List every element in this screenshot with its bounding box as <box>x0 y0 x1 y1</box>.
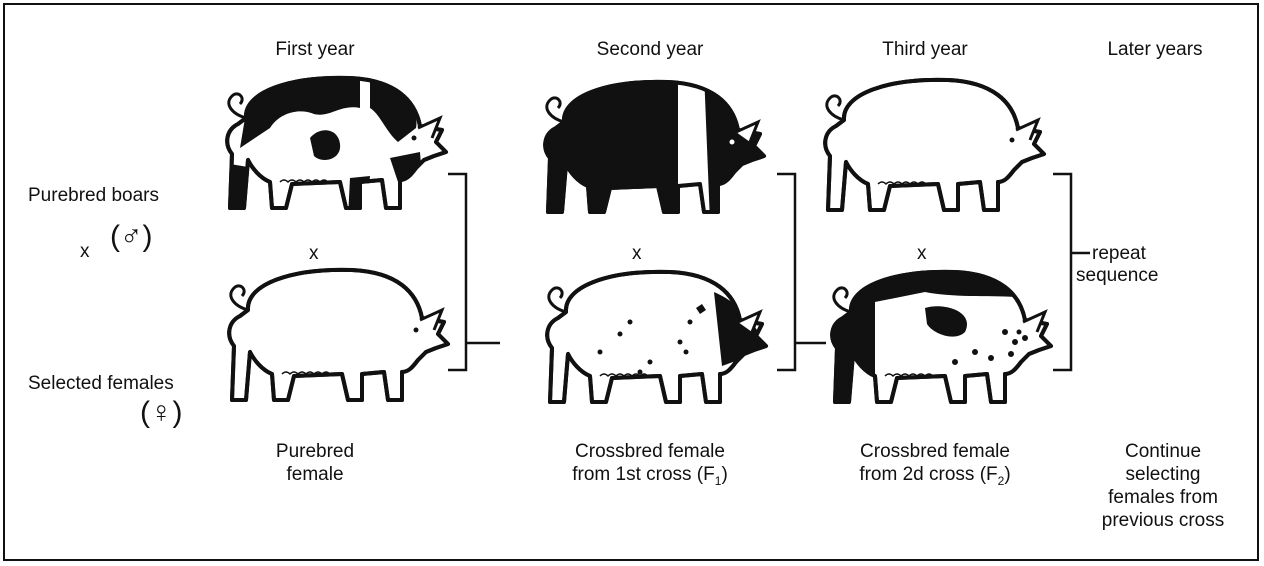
female-f2-mixed-icon <box>815 262 1055 412</box>
boar-white-icon <box>808 70 1048 220</box>
caption-purebred-female: Purebred female <box>230 440 400 486</box>
boar-spotted-icon <box>210 68 450 218</box>
header-second-year: Second year <box>560 38 740 61</box>
female-symbol: (♀) <box>140 398 182 428</box>
boar-belted-icon <box>528 72 768 222</box>
caption-f1-female: Crossbred female from 1st cross (F1) <box>540 440 760 493</box>
repeat-label: repeat <box>1092 242 1146 265</box>
caption-f2-female: Crossbred female from 2d cross (F2) <box>825 440 1045 493</box>
sequence-label: sequence <box>1076 264 1158 287</box>
selected-females-label: Selected females <box>28 372 174 395</box>
female-white-icon <box>212 260 452 410</box>
header-third-year: Third year <box>840 38 1010 61</box>
caption-continue-selecting: Continue selecting females from previous… <box>1078 440 1248 532</box>
female-f1-speckled-icon <box>530 262 770 412</box>
header-later-years: Later years <box>1070 38 1240 61</box>
purebred-boars-label: Purebred boars <box>28 184 159 207</box>
boar-cross-mark: x <box>80 240 90 263</box>
header-first-year: First year <box>230 38 400 61</box>
male-symbol: (♂) <box>110 222 152 252</box>
